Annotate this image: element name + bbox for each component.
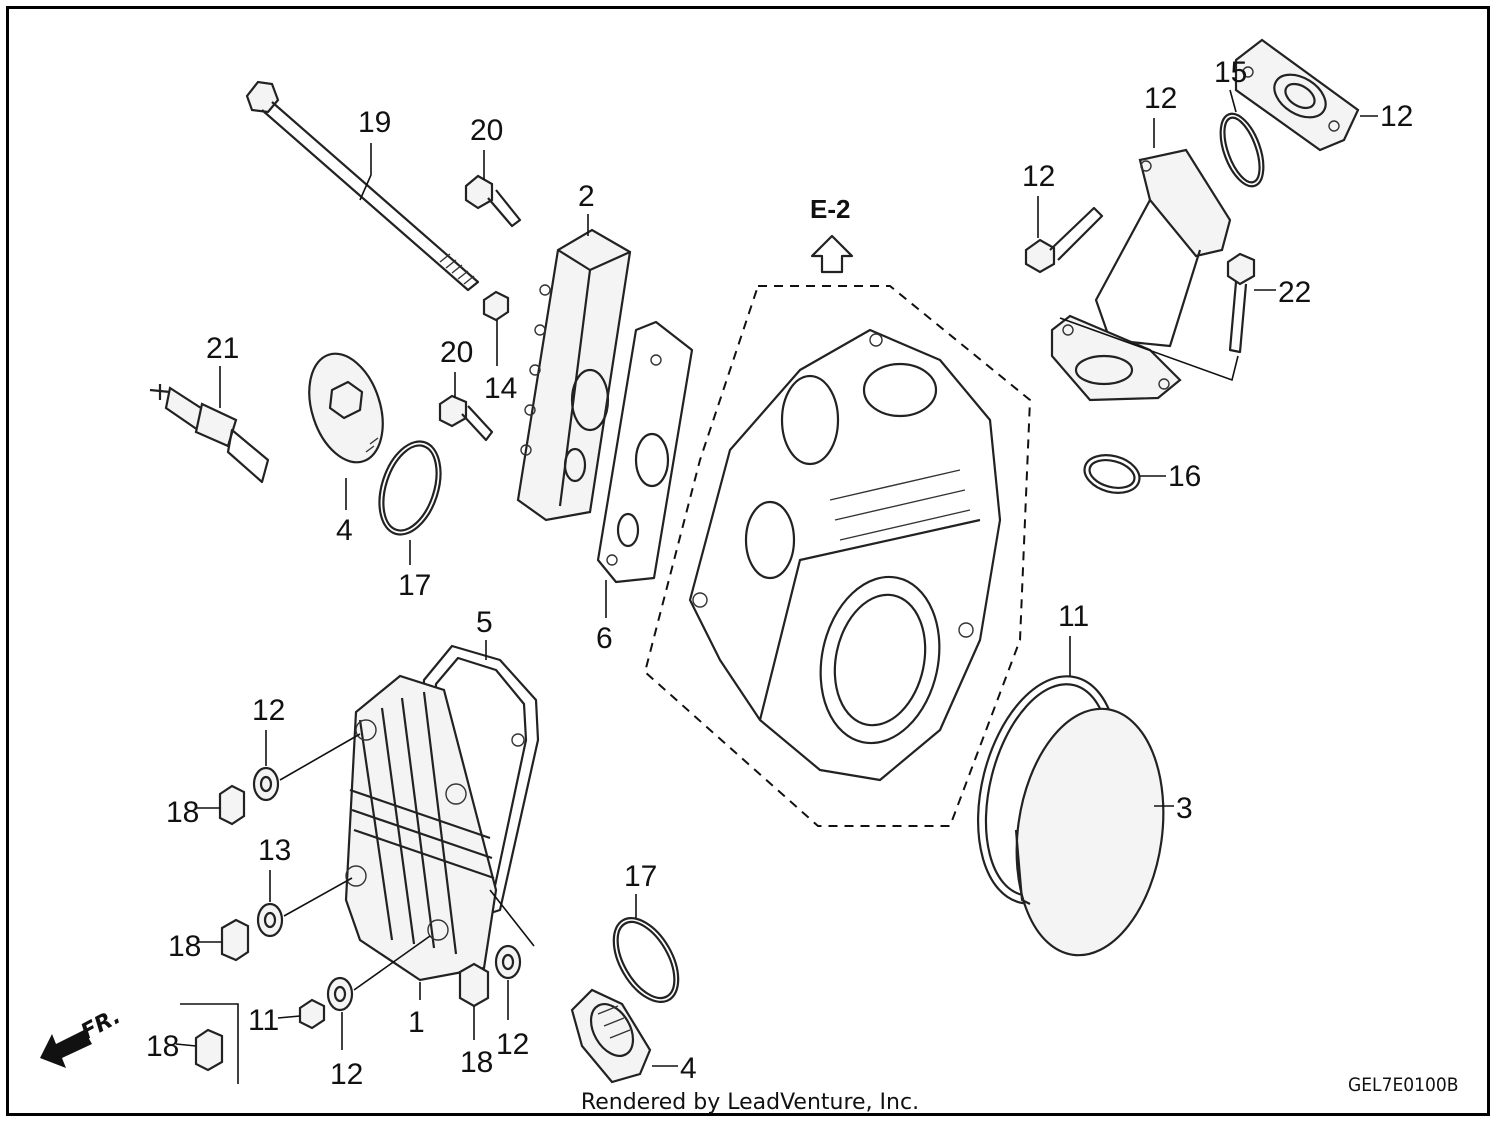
part-12-washer-bottom[interactable] bbox=[326, 976, 354, 1012]
callout-18-4: 18 bbox=[146, 1030, 179, 1063]
callout-6: 6 bbox=[596, 622, 613, 655]
callout-18-2: 18 bbox=[168, 930, 201, 963]
part-4-plug-cap-upper[interactable] bbox=[296, 344, 395, 472]
part-17-o-ring-upper[interactable] bbox=[369, 434, 452, 543]
callout-18-1: 18 bbox=[166, 796, 199, 829]
part-12-washer-upper-left[interactable] bbox=[252, 766, 280, 802]
callout-17-lower: 17 bbox=[624, 860, 657, 893]
callout-17-upper: 17 bbox=[398, 569, 431, 602]
callout-4-upper: 4 bbox=[336, 514, 353, 547]
diagram-frame bbox=[6, 6, 1490, 1116]
part-14-nut[interactable] bbox=[482, 290, 510, 322]
footer-credit: Rendered by LeadVenture, Inc. bbox=[580, 1090, 920, 1115]
callout-20-lower: 20 bbox=[440, 336, 473, 369]
callout-2: 2 bbox=[578, 180, 595, 213]
part-6-gasket[interactable] bbox=[596, 320, 694, 584]
part-4-plug-cap-lower[interactable] bbox=[570, 988, 652, 1084]
callout-1: 1 bbox=[408, 1006, 425, 1039]
callout-18-3: 18 bbox=[460, 1046, 493, 1079]
callout-7: 11 bbox=[1058, 600, 1089, 633]
part-20-bolt-upper[interactable] bbox=[464, 174, 522, 228]
callout-9: 12 bbox=[1144, 82, 1177, 115]
part-11-nut[interactable] bbox=[298, 998, 326, 1030]
part-21-spark-plug[interactable] bbox=[149, 384, 270, 484]
callout-3: 3 bbox=[1176, 792, 1193, 825]
part-13-washer[interactable] bbox=[256, 902, 284, 938]
part-2-side-cover[interactable] bbox=[516, 228, 632, 522]
part-20-bolt-lower[interactable] bbox=[438, 394, 494, 442]
part-9-intake-pipe[interactable] bbox=[1050, 148, 1232, 402]
callout-12-upper-left: 12 bbox=[252, 694, 285, 727]
reference-arrow bbox=[810, 234, 854, 274]
bracket-line bbox=[180, 1003, 239, 1084]
drawing-code: GEL7E0100B bbox=[1348, 1074, 1459, 1096]
front-direction-arrow: FR. bbox=[40, 1004, 125, 1068]
callout-22: 22 bbox=[1278, 276, 1311, 309]
part-17-o-ring-lower[interactable] bbox=[600, 907, 691, 1013]
callout-15: 15 bbox=[1214, 56, 1247, 89]
callout-13: 13 bbox=[258, 834, 291, 867]
part-18-cap-nut-4[interactable] bbox=[194, 1028, 224, 1072]
part-1-head-cover[interactable] bbox=[344, 674, 498, 982]
part-18-cap-nut-2[interactable] bbox=[220, 918, 250, 962]
callout-8: 12 bbox=[1380, 100, 1413, 133]
callout-10: 12 bbox=[1022, 160, 1055, 193]
reference-label: E-2 bbox=[810, 194, 850, 224]
part-16-o-ring[interactable] bbox=[1080, 449, 1143, 498]
callout-12-right: 12 bbox=[496, 1028, 529, 1061]
part-18-cap-nut-3[interactable] bbox=[458, 962, 490, 1008]
part-18-cap-nut-1[interactable] bbox=[218, 784, 246, 826]
part-8-insulator[interactable] bbox=[1234, 38, 1360, 152]
part-19-stud-bolt[interactable] bbox=[245, 80, 480, 292]
part-15-o-ring[interactable] bbox=[1212, 108, 1272, 192]
callout-11: 11 bbox=[248, 1004, 279, 1037]
callout-12-bottom: 12 bbox=[330, 1058, 363, 1091]
part-3-round-cover[interactable] bbox=[1001, 699, 1178, 965]
part-22-bolt[interactable] bbox=[1226, 252, 1256, 354]
callout-19: 19 bbox=[358, 106, 391, 139]
part-10-bolt[interactable] bbox=[1024, 206, 1104, 274]
callout-16: 16 bbox=[1168, 460, 1201, 493]
cylinder-head[interactable] bbox=[688, 328, 1002, 782]
callout-5: 5 bbox=[476, 606, 493, 639]
callout-14: 14 bbox=[484, 372, 517, 405]
callout-21: 21 bbox=[206, 332, 239, 365]
part-12-washer-right[interactable] bbox=[494, 944, 522, 980]
callout-20-upper: 20 bbox=[470, 114, 503, 147]
cylinder-head-outline[interactable] bbox=[643, 285, 1032, 827]
callout-4-lower: 4 bbox=[680, 1052, 697, 1085]
